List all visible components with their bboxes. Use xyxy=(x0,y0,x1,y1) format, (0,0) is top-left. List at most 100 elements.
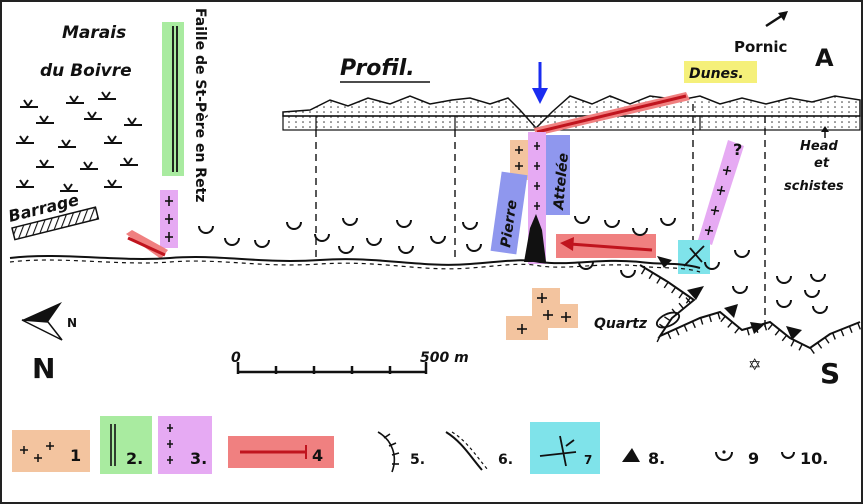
cliff-tick xyxy=(640,267,646,275)
pierre-blue-box xyxy=(490,171,528,255)
cliff-tick xyxy=(648,272,654,280)
legend-num-3: 3. xyxy=(190,449,207,468)
cup-symbol xyxy=(466,243,482,252)
cup-symbol xyxy=(574,215,590,224)
red-arrow-middle xyxy=(560,237,653,252)
projection-lines xyxy=(315,104,766,330)
marsh-symbol xyxy=(36,115,54,124)
cliff-tick xyxy=(699,317,704,325)
cliff-tick xyxy=(691,321,696,329)
cliff-tick xyxy=(678,291,684,299)
red-arrow-upper xyxy=(536,94,687,134)
vein-symbols-left xyxy=(165,196,173,242)
cliff-tick xyxy=(857,322,861,330)
cliff-tick xyxy=(656,277,662,284)
cup-symbol xyxy=(224,237,240,246)
marsh-symbol xyxy=(104,135,122,144)
cliff-tick xyxy=(671,286,677,294)
cup-symbol xyxy=(578,261,594,270)
cliff-tick xyxy=(663,281,669,289)
vein-symbols-right xyxy=(704,165,732,236)
dune-profile-top xyxy=(282,95,861,130)
fault-label: Faille de St-Père en Retz xyxy=(192,8,208,202)
cup-symbols xyxy=(198,215,828,314)
legend-num-6: 6. xyxy=(498,452,513,468)
blue-down-arrow xyxy=(532,62,548,104)
legend-num-9: 9 xyxy=(748,449,759,468)
scale-zero: 0 xyxy=(231,350,241,366)
cliff-tick xyxy=(720,315,726,323)
cup-symbol xyxy=(254,239,270,248)
fault-symbol xyxy=(172,26,178,172)
granite-orange-shape xyxy=(506,288,578,340)
cup-symbol xyxy=(338,245,354,254)
cliff-tick xyxy=(734,327,740,334)
cliff-tick xyxy=(708,315,712,323)
marsh-symbols xyxy=(16,91,142,192)
red-arrow-left xyxy=(127,236,166,257)
legend-num-1: 1 xyxy=(70,446,81,465)
cup-symbol xyxy=(776,299,792,308)
cliff-tick xyxy=(656,335,661,343)
legend-symbol-7 xyxy=(539,435,577,467)
cup-symbol xyxy=(286,221,302,230)
granite-crosses xyxy=(517,293,571,334)
marsh-symbol xyxy=(120,157,138,166)
cliff-tick xyxy=(678,302,685,310)
star-symbol: ✡ xyxy=(748,355,761,374)
head-label-line1: Head xyxy=(800,139,838,154)
black-blocks xyxy=(657,256,802,340)
legend-num-2: 2. xyxy=(126,449,143,468)
head-up-arrow xyxy=(821,126,829,138)
marsh-symbol xyxy=(80,161,98,170)
dike-body xyxy=(524,214,546,262)
cliff-tick xyxy=(767,323,774,330)
dunes-yellow-box xyxy=(684,61,757,83)
cliff-ticks xyxy=(640,267,861,354)
cliff-tick xyxy=(798,343,803,351)
scale-end: 500 m xyxy=(420,350,469,366)
cup-symbol xyxy=(812,305,828,314)
marsh-symbol xyxy=(98,91,116,100)
cup-symbol xyxy=(462,221,478,230)
cup-symbol xyxy=(704,261,720,270)
cliff-tick xyxy=(817,342,823,349)
cliff-tick xyxy=(809,347,815,354)
legend-num-7: 7 xyxy=(584,453,592,467)
cup-symbol xyxy=(314,233,330,242)
barrage-dam-symbol xyxy=(11,206,100,241)
quartz-symbol xyxy=(655,311,681,329)
cup-symbol xyxy=(632,227,648,236)
legend-box-1 xyxy=(12,430,90,472)
cliff-tick xyxy=(675,328,680,336)
pornic-arrow xyxy=(765,11,788,28)
profile-breaks xyxy=(315,116,701,130)
pornic-label: Pornic xyxy=(734,38,787,56)
quartz-label: Quartz xyxy=(594,316,648,332)
cup-symbol xyxy=(342,217,358,226)
cliff-line xyxy=(639,264,861,350)
cliff-tick xyxy=(781,334,788,342)
cup-symbol xyxy=(620,269,636,278)
cup-symbol xyxy=(398,245,414,254)
cliff-tick xyxy=(790,339,795,347)
marsh-symbol xyxy=(36,159,54,168)
marais-label-line2: du Boivre xyxy=(40,61,132,81)
dunes-label: Dunes. xyxy=(689,66,744,82)
compass-arrow xyxy=(21,302,63,341)
vein-question-mark: ? xyxy=(733,140,742,159)
ground-profile-dashed xyxy=(9,259,701,273)
head-label-line2: et xyxy=(814,156,830,171)
marsh-symbol xyxy=(16,135,34,144)
cup-symbol xyxy=(396,219,412,228)
cliff-tick xyxy=(667,332,672,340)
cliff-tick xyxy=(664,316,671,322)
north-letter: N xyxy=(32,352,55,385)
cup-symbol xyxy=(804,289,820,298)
marais-label-line1: Marais xyxy=(62,23,126,43)
cliff-tick xyxy=(824,337,830,344)
attelee-blue-box xyxy=(546,135,570,215)
legend-symbol-2 xyxy=(110,424,116,466)
corner-letter-a: A xyxy=(815,44,834,72)
